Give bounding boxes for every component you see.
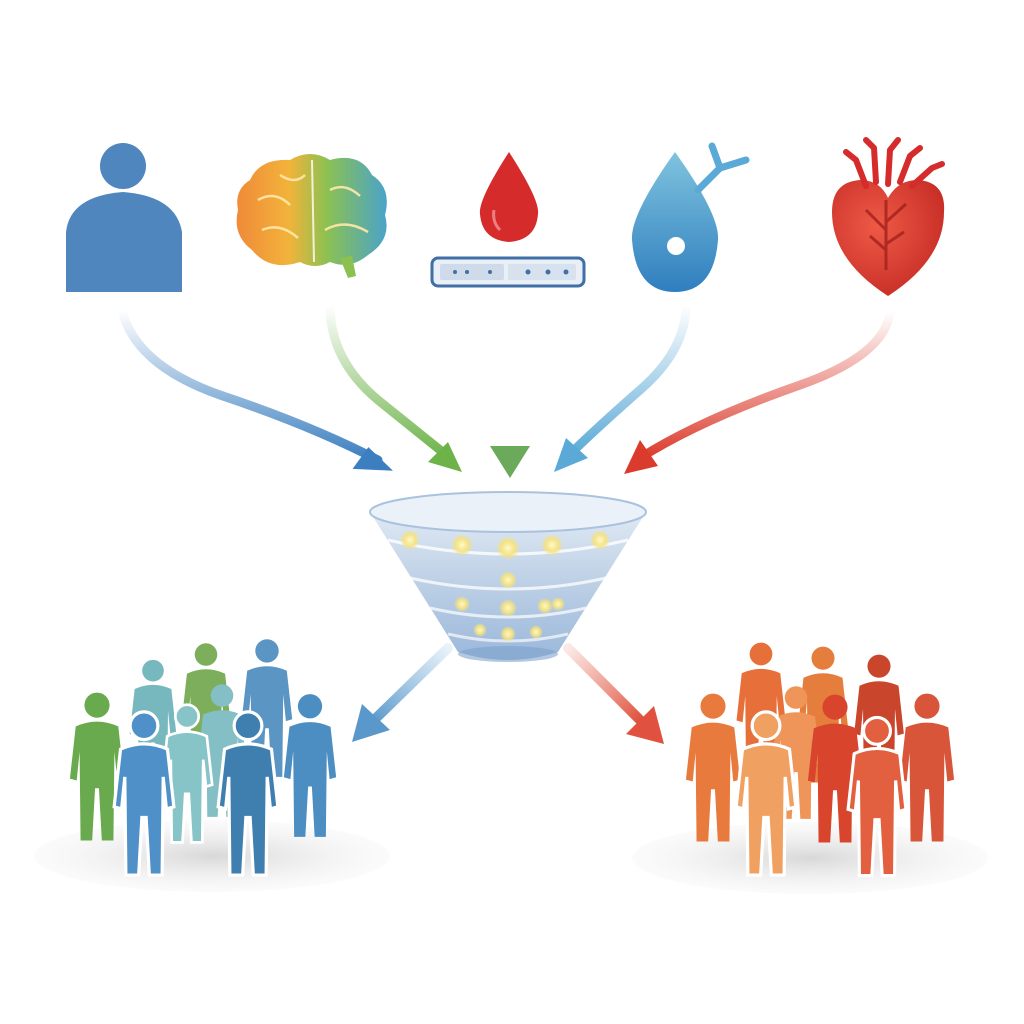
brain-icon	[236, 154, 387, 278]
left-group-shadow	[34, 820, 390, 892]
person-figure	[899, 693, 955, 842]
funnel-icon	[369, 491, 647, 662]
left-group	[34, 639, 390, 892]
blood-drop-test-strip-icon	[430, 152, 586, 288]
person-figure	[69, 692, 125, 841]
person-silhouette-icon	[66, 143, 182, 292]
input-arrows	[117, 300, 895, 478]
anatomical-heart-icon	[832, 137, 945, 296]
water-drop-icon	[631, 142, 750, 292]
arrow-brain	[325, 300, 462, 472]
arrow-person	[117, 305, 393, 471]
arrow-water-drop	[554, 300, 691, 472]
funnel-glow-points	[400, 530, 610, 642]
output-arrow-right	[563, 643, 664, 744]
right-group	[632, 642, 988, 894]
output-arrow-left	[352, 643, 453, 742]
arrow-blood-test	[490, 300, 530, 478]
person-figure	[685, 693, 741, 842]
arrow-heart	[624, 307, 895, 474]
